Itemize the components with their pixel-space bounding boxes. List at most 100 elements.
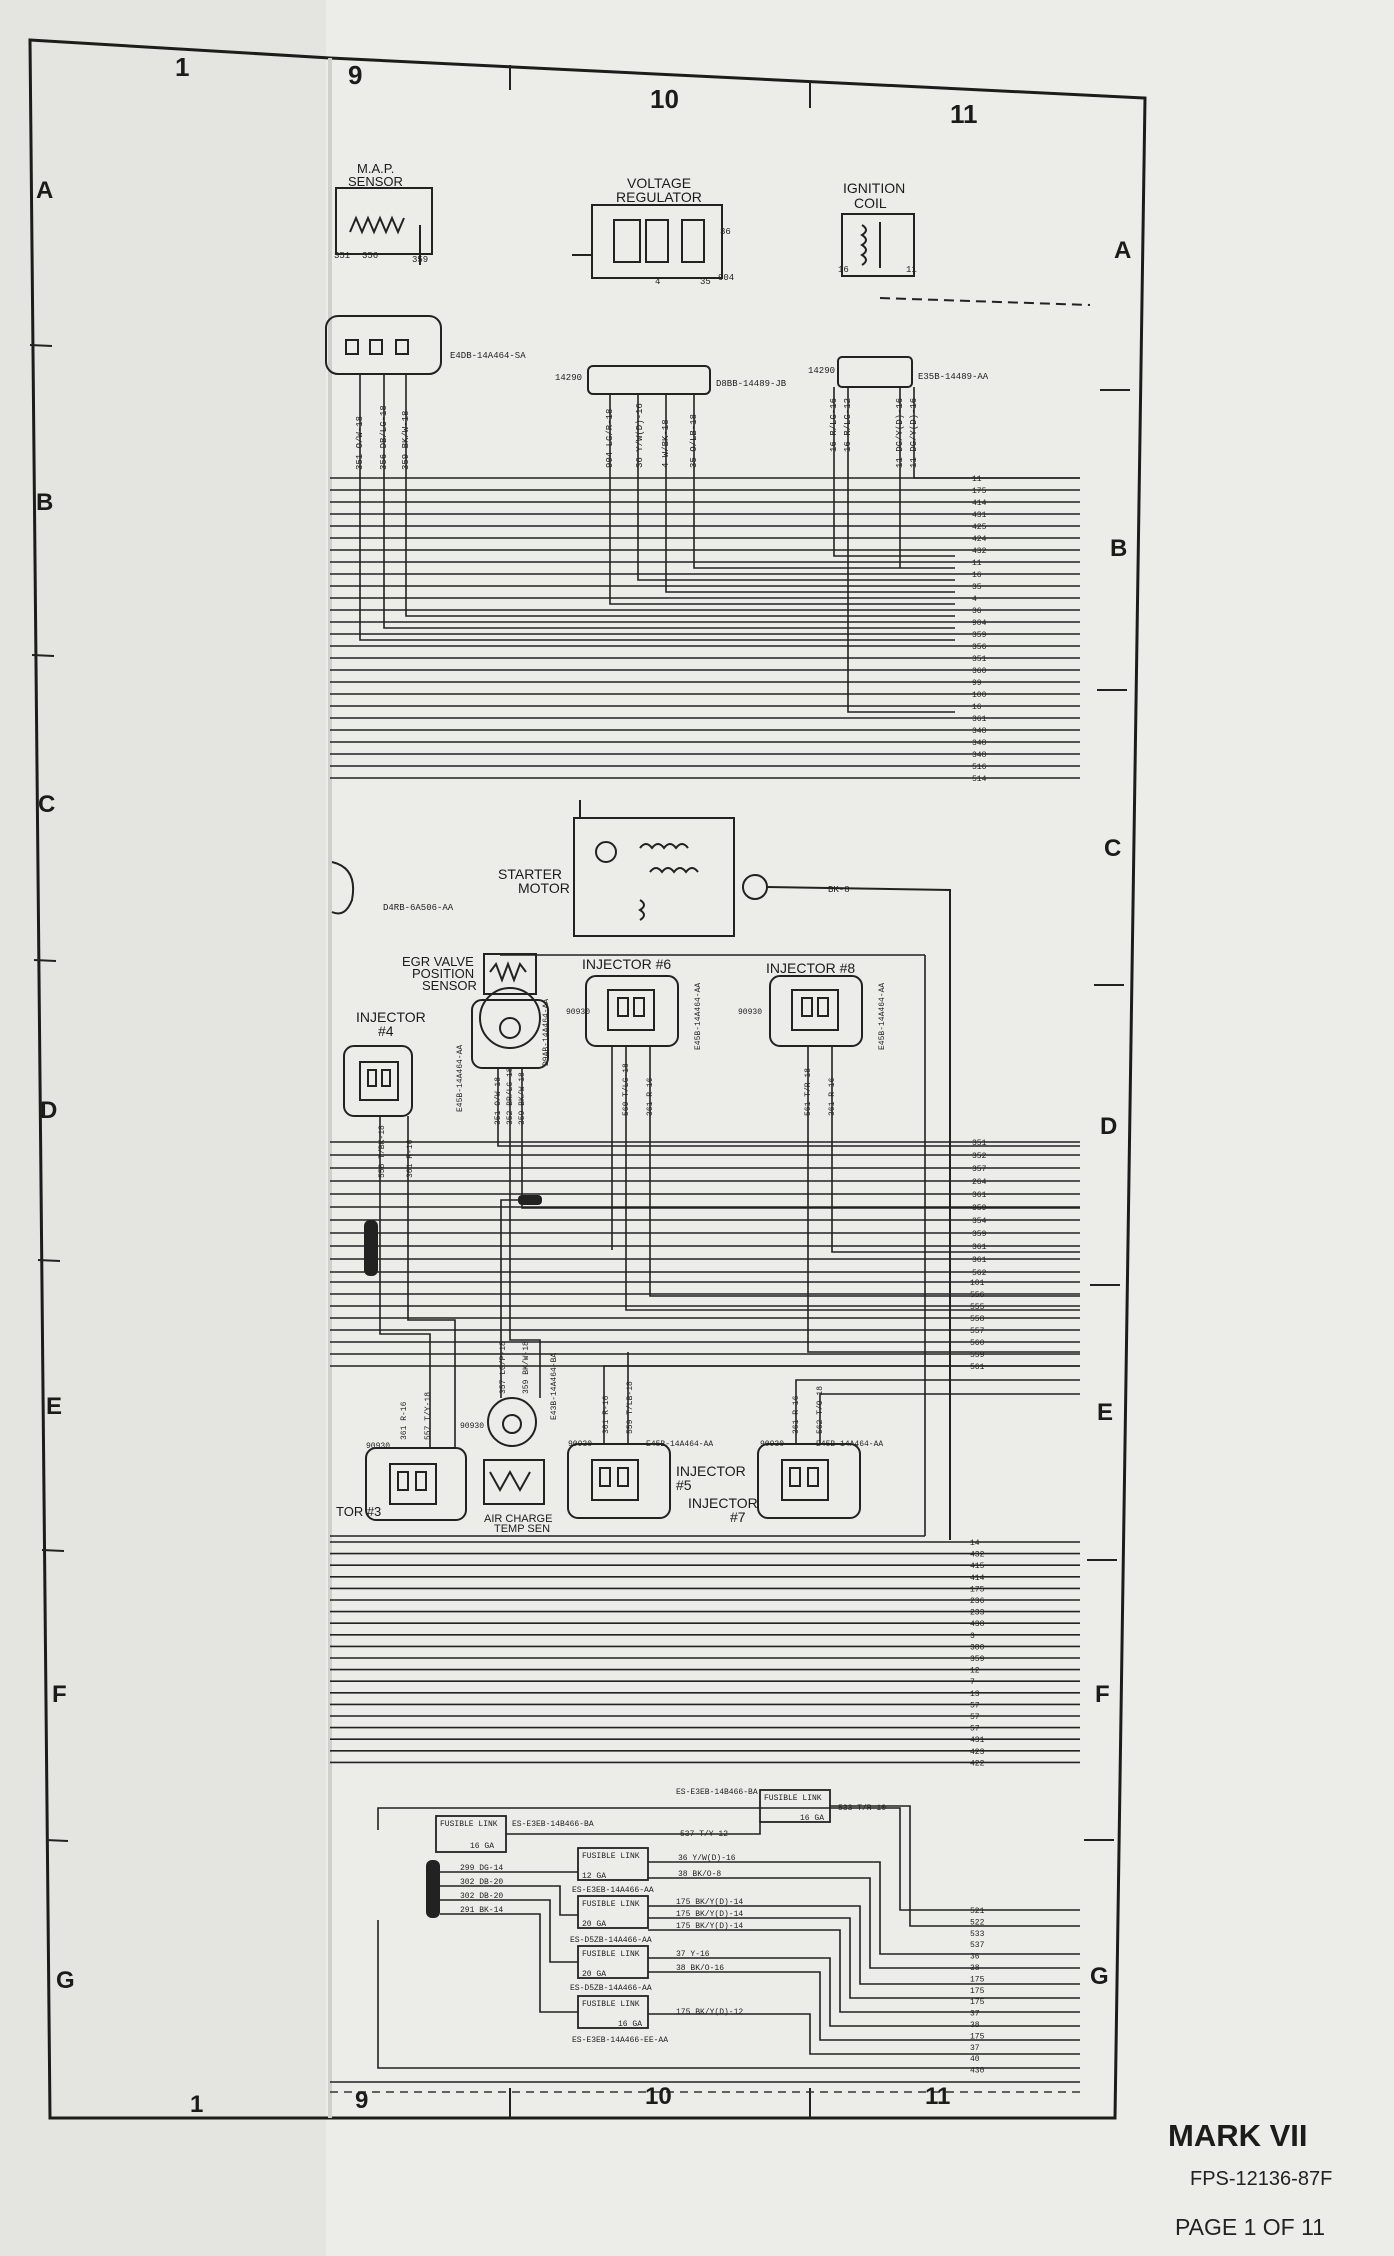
model-title: MARK VII	[1168, 2118, 1308, 2153]
bus-wire-number: 35	[972, 583, 982, 592]
bus-wire-number: 348	[972, 751, 987, 760]
bus-wire-number: 561	[970, 1363, 985, 1372]
diagram-label: STARTER	[498, 866, 562, 882]
diagram-label: FUSIBLE LINK	[764, 1794, 822, 1803]
row-f-right: F	[1095, 1681, 1110, 1708]
row-a-left: A	[36, 177, 53, 204]
diagram-label: 357 LG/P-18	[499, 1341, 508, 1394]
bus-wire-number: 175	[972, 487, 987, 496]
bus-wire-number: 432	[972, 547, 987, 556]
diagram-label: 16 GA	[800, 1814, 824, 1823]
row-f-left: F	[52, 1681, 67, 1708]
bus-wire-number: 37	[970, 2010, 980, 2019]
bus-wire-number: 359	[972, 1204, 987, 1213]
diagram-label: 175 BK/Y(D)-14	[676, 1910, 743, 1919]
diagram-label: COIL	[854, 195, 887, 211]
bus-wire-number: 11	[972, 559, 982, 568]
bus-wire-number: 16	[972, 571, 982, 580]
injector-5	[567, 1443, 671, 1519]
diagram-label: ES-E3EB-14A466-AA	[572, 1886, 654, 1895]
injector-4	[343, 1045, 413, 1117]
top-col-1: 1	[175, 52, 189, 82]
row-e-right: E	[1097, 1399, 1113, 1426]
diagram-label: 38 BK/O-8	[678, 1870, 721, 1879]
bus-wire-number: 348	[972, 739, 987, 748]
bus-wire-number: 431	[970, 1736, 985, 1745]
bus-wire-number: 12	[970, 1667, 980, 1676]
bus-wire-number: 100	[972, 691, 987, 700]
bus-wire-number: 380	[970, 1643, 985, 1652]
diagram-label: 351	[334, 251, 350, 261]
diagram-label: 90930	[738, 1008, 762, 1017]
bus-wire-number: 175	[970, 1987, 985, 1996]
bus-wire-number: 361	[972, 1191, 987, 1200]
document-code: FPS-12136-87F	[1190, 2168, 1333, 2190]
diagram-label: ES-E3EB-14B466-BA	[676, 1788, 758, 1797]
diagram-label: 36 Y/W(D)-16	[635, 403, 645, 468]
bus-wire-number: 175	[970, 1975, 985, 1984]
bus-wire-number: 414	[972, 499, 987, 508]
diagram-label: VOLTAGE	[627, 175, 691, 191]
left-row-letters: A B C D E F G	[36, 177, 75, 1994]
bus-wire-number: 351	[972, 1139, 987, 1148]
diagram-label: 36	[720, 227, 731, 237]
injector-7	[757, 1443, 861, 1519]
diagram-label: MOTOR	[518, 880, 570, 896]
diagram-label: FUSIBLE LINK	[582, 1900, 640, 1909]
map-title-2: SENSOR	[348, 174, 403, 189]
injector-8	[769, 975, 863, 1047]
bus-wire-number: 11	[972, 475, 982, 484]
fusible-link-labels: FUSIBLE LINK 16 GA FUSIBLE LINK 16 GA FU…	[440, 1788, 886, 2045]
bus-wire-number: 354	[972, 1217, 987, 1226]
diagram-label: 302 DB-20	[460, 1878, 503, 1887]
diagram-label: INJECTOR	[676, 1463, 746, 1479]
starter-bracket	[331, 861, 354, 915]
diagram-label: 90930	[760, 1440, 784, 1449]
bus-wire-number: 556	[970, 1291, 985, 1300]
bottom-col-11: 11	[925, 2083, 950, 2110]
diagram-label: 361 R-16	[400, 1401, 409, 1440]
diagram-label: 16 GA	[470, 1842, 494, 1851]
diagram-label: INJECTOR	[688, 1495, 758, 1511]
bus-wire-number: 351	[972, 655, 987, 664]
row-c-right: C	[1104, 835, 1121, 862]
diagram-label: 904	[718, 273, 734, 283]
bus-wire-number: 904	[972, 619, 987, 628]
diagram-label: 12 GA	[582, 1872, 606, 1881]
bus-wire-number: 359	[972, 631, 987, 640]
bus-wire-number: 432	[970, 1551, 985, 1560]
bus-wire-number: 352	[972, 1152, 987, 1161]
row-g-left: G	[56, 1967, 75, 1994]
bus-wire-number: 264	[972, 1178, 987, 1187]
bus-wire-number: 533	[970, 1930, 985, 1939]
diagram-label: 175 BK/Y(D)-14	[676, 1922, 743, 1931]
diagram-label: 175 BK/Y(D)-12	[676, 2008, 743, 2017]
bus-wire-number: 361	[972, 1243, 987, 1252]
row-d-left: D	[40, 1097, 57, 1124]
diagram-label: REGULATOR	[616, 189, 702, 205]
diagram-label: EGR VALVE	[402, 954, 474, 969]
row-g-right: G	[1090, 1963, 1109, 1990]
bus-wire-number: 562	[972, 1269, 987, 1278]
bus-wire-number: 559	[970, 1351, 985, 1360]
bus-wire-number: 16	[972, 703, 982, 712]
diagram-label: D4RB-6A506-AA	[383, 903, 454, 913]
bus-wire-number: 424	[972, 535, 987, 544]
row-b-right: B	[1110, 535, 1127, 562]
top-col-10: 10	[650, 84, 679, 114]
bus-wire-number: 359	[972, 1230, 987, 1239]
bus-wire-number: 423	[970, 1748, 985, 1757]
bus-wire-number: 438	[970, 1620, 985, 1629]
diagram-label: 557 T/Y-18	[424, 1392, 433, 1440]
bus-wire-number: 13	[970, 1690, 980, 1699]
diagram-label: E45B-14A464-AA	[646, 1440, 713, 1449]
right-row-letters: A B C D E F G	[1090, 237, 1131, 1990]
diagram-label: 291 BK-14	[460, 1906, 503, 1915]
bus-wire-number: 557	[970, 1327, 985, 1336]
bus-wire-number: 3	[970, 1632, 975, 1641]
bus-wire-number: 357	[972, 1165, 987, 1174]
bus-wire-number: 4	[972, 595, 977, 604]
diagram-label: TOR #3	[336, 1504, 381, 1519]
egr-sensor	[471, 953, 549, 1069]
diagram-label: 356	[362, 251, 378, 261]
